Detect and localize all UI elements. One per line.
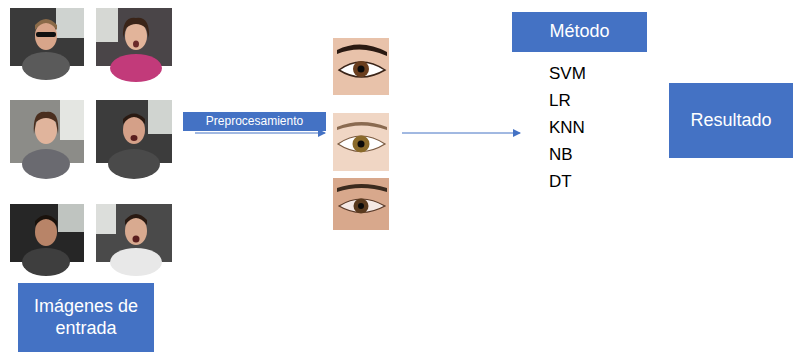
method-name: KNN xyxy=(549,118,585,138)
eye-photo xyxy=(333,38,389,95)
box-text: Imágenes de entrada xyxy=(26,296,146,339)
eye-photo xyxy=(333,178,389,230)
flow-arrow xyxy=(402,133,520,134)
box-text: Preprocesamiento xyxy=(206,114,303,128)
result-box: Resultado xyxy=(669,83,793,158)
driver-photo xyxy=(96,8,172,82)
method-name: SVM xyxy=(549,64,586,84)
driver-photo xyxy=(10,204,84,276)
flow-arrow xyxy=(195,133,325,134)
box-text: Resultado xyxy=(690,110,771,132)
driver-photo xyxy=(96,204,172,276)
method-name: NB xyxy=(549,145,573,165)
method-name: LR xyxy=(549,91,571,111)
method-box: Método xyxy=(512,12,647,52)
eye-photo xyxy=(333,113,389,171)
driver-photo xyxy=(10,8,84,80)
input-box: Imágenes de entrada xyxy=(18,283,154,352)
driver-photo xyxy=(10,100,84,179)
step-bar: Preprocesamiento xyxy=(183,112,326,131)
driver-photo xyxy=(96,100,172,179)
box-text: Método xyxy=(549,21,609,43)
method-name: DT xyxy=(549,172,572,192)
